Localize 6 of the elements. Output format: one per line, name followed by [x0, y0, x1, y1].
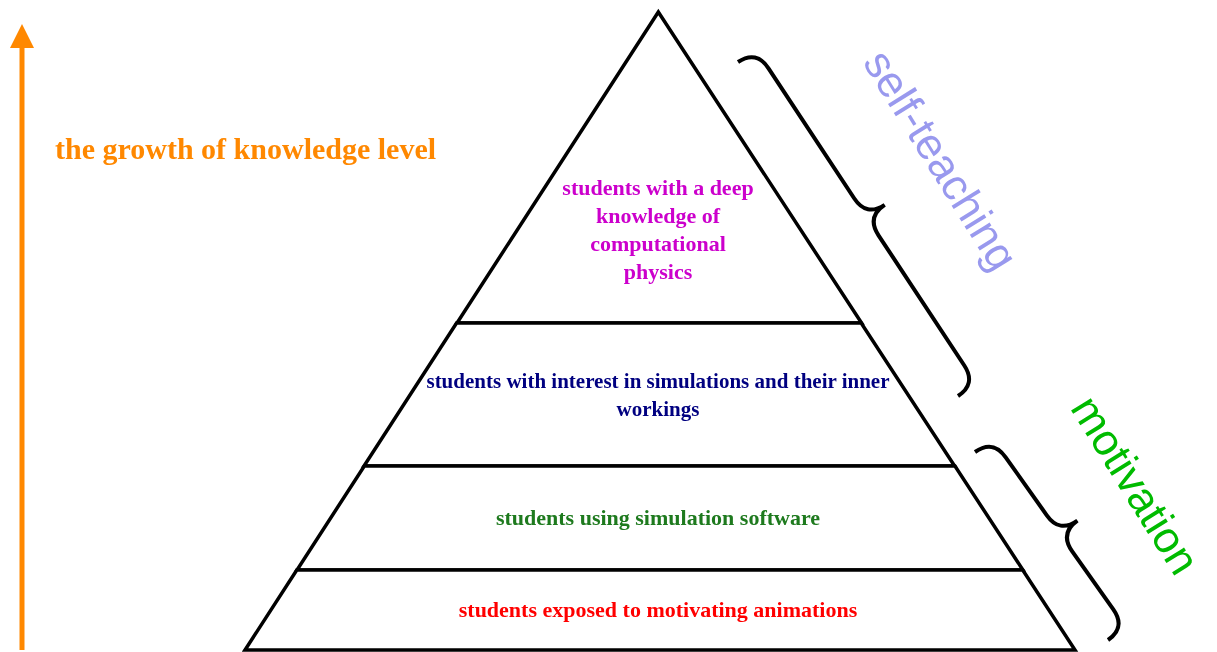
tier-label: students exposed to motivating animations — [457, 596, 859, 624]
axis-label: the growth of knowledge level — [55, 132, 437, 166]
tier-label: students with interest in simulations and their inner workings — [425, 367, 891, 423]
tier-label: students with a deep knowledge of computational physics — [561, 173, 755, 286]
tier-label: students using simulation software — [494, 504, 822, 532]
pyramid-tier — [296, 466, 1023, 570]
